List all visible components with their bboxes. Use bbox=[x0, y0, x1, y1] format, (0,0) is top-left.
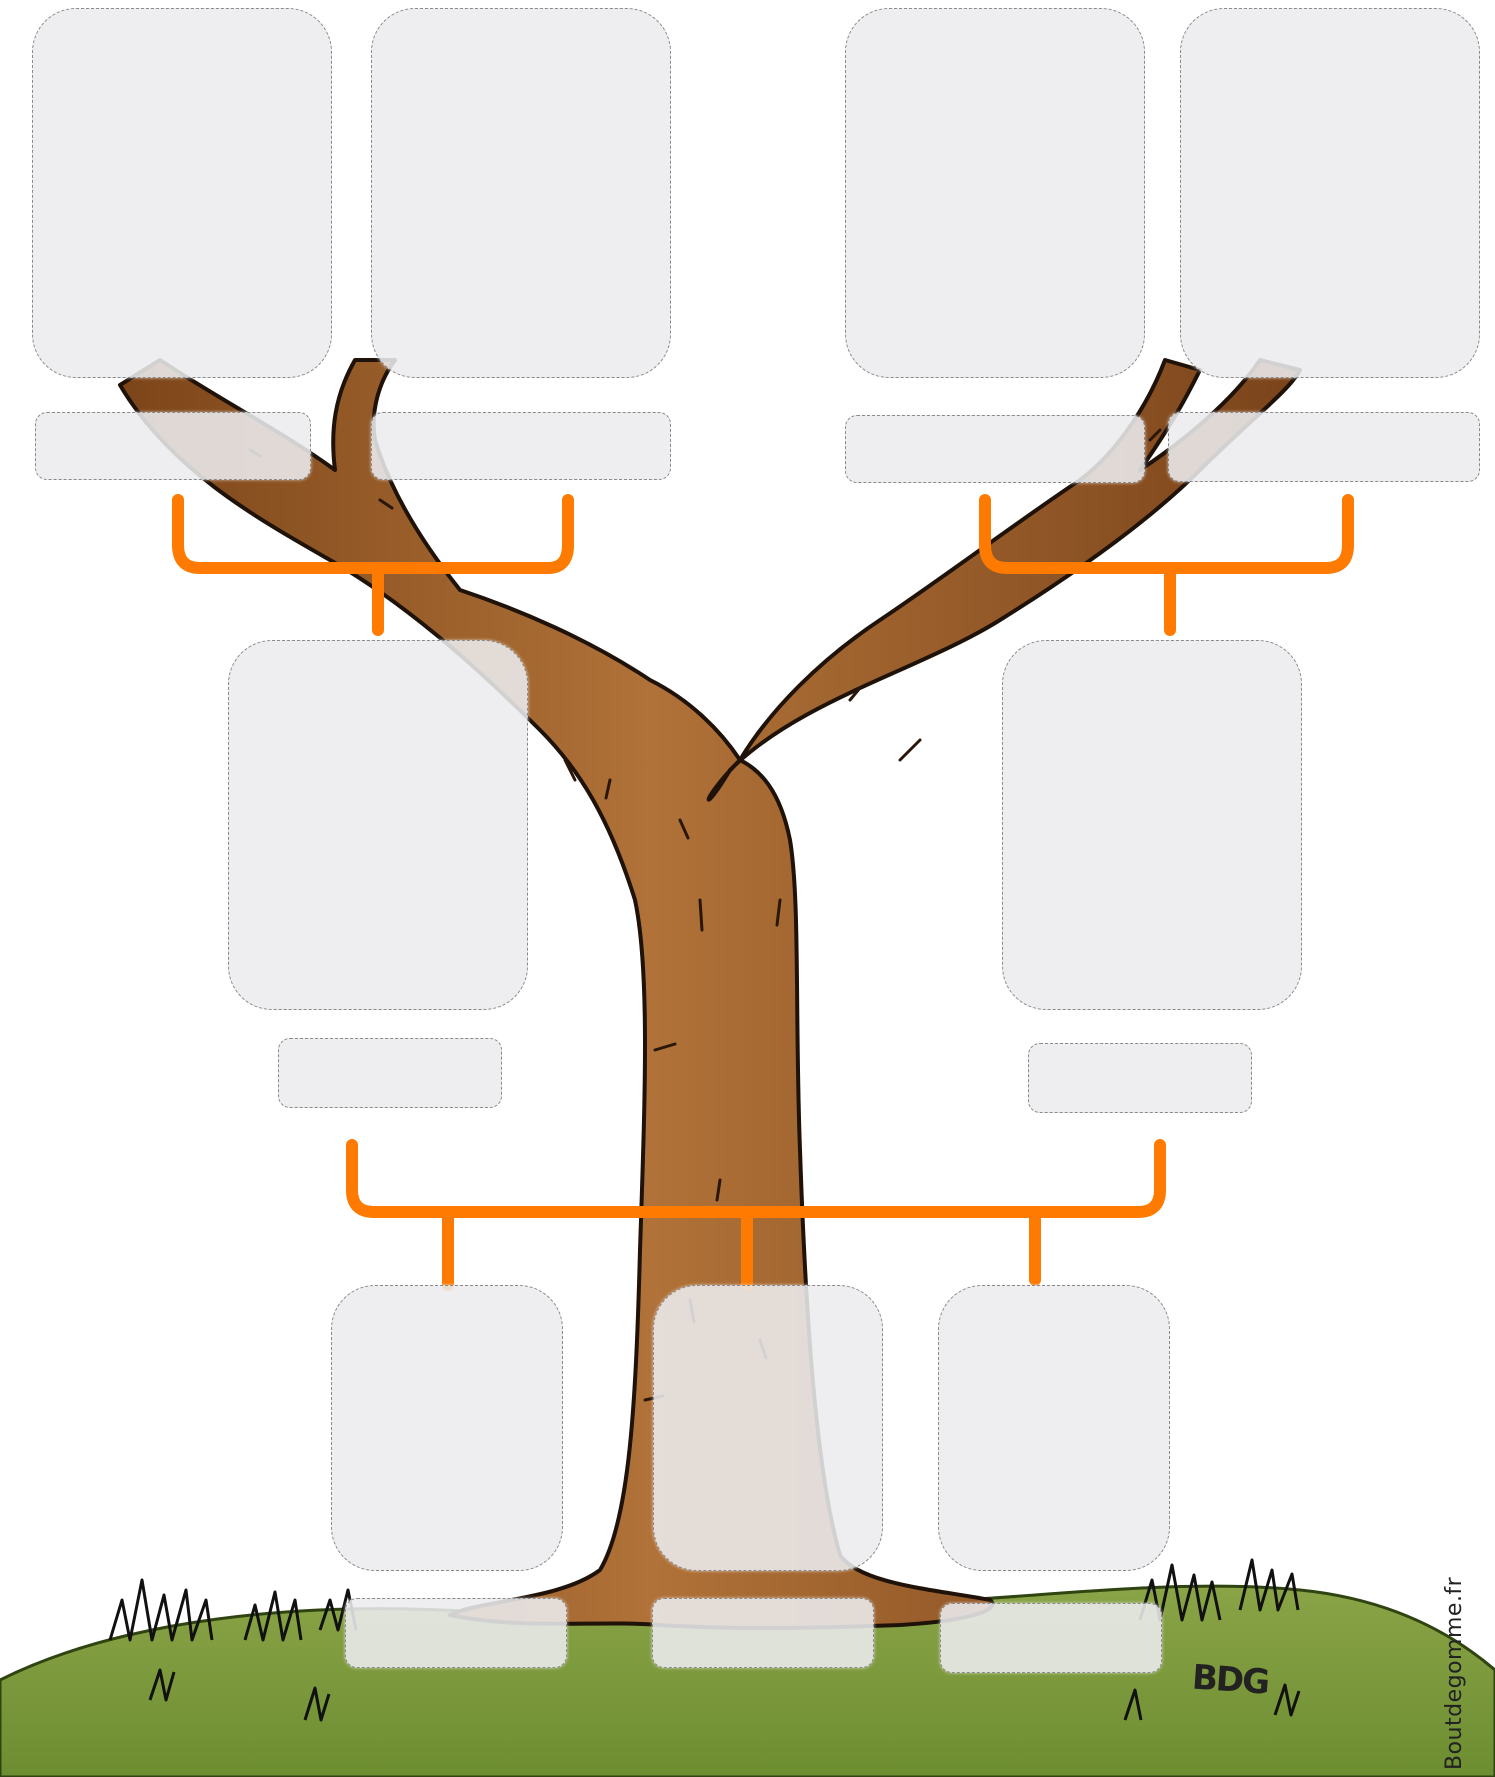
parent-2-name-field[interactable] bbox=[1028, 1043, 1252, 1113]
parent-2-photo-frame[interactable] bbox=[1002, 640, 1302, 1010]
credit-text: Boutdegomme.fr bbox=[1442, 1576, 1467, 1770]
artist-signature: BDG bbox=[1190, 1657, 1270, 1703]
grandparent-2-photo-frame[interactable] bbox=[371, 8, 671, 378]
grandparent-2-name-field[interactable] bbox=[371, 412, 671, 480]
grandparent-1-name-field[interactable] bbox=[35, 412, 311, 480]
tree-trunk bbox=[118, 358, 1302, 1631]
child-2-name-field[interactable] bbox=[652, 1598, 874, 1668]
grandparent-4-name-field[interactable] bbox=[1168, 412, 1480, 482]
family-connectors bbox=[172, 494, 1354, 1291]
grandparent-3-name-field[interactable] bbox=[845, 415, 1145, 483]
child-2-photo-frame[interactable] bbox=[653, 1285, 883, 1571]
parent-1-name-field[interactable] bbox=[278, 1038, 502, 1108]
grandparent-1-photo-frame[interactable] bbox=[32, 8, 332, 378]
connector-right-grandparents bbox=[979, 494, 1354, 636]
child-3-photo-frame[interactable] bbox=[938, 1285, 1170, 1571]
grandparent-4-photo-frame[interactable] bbox=[1180, 8, 1480, 378]
child-3-name-field[interactable] bbox=[940, 1603, 1162, 1673]
child-1-name-field[interactable] bbox=[345, 1598, 567, 1668]
parent-1-photo-frame[interactable] bbox=[228, 640, 528, 1010]
child-1-photo-frame[interactable] bbox=[331, 1285, 563, 1571]
grandparent-3-photo-frame[interactable] bbox=[845, 8, 1145, 378]
connector-left-grandparents bbox=[172, 494, 574, 636]
connector-parents bbox=[346, 1139, 1166, 1218]
